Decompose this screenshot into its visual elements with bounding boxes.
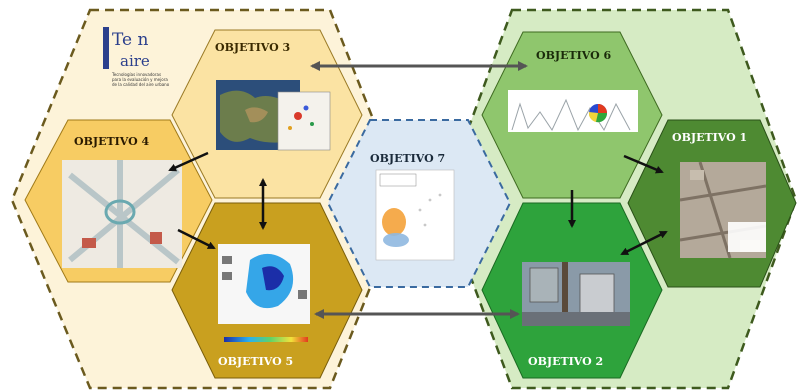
objective-7-hexagon[interactable]: OBJETIVO 7 — [326, 119, 512, 288]
objective-7-label: OBJETIVO 7 — [370, 152, 445, 165]
arrow-obj3-obj4 — [168, 151, 209, 172]
arrow-obj6-obj1 — [623, 154, 664, 174]
tecnaire-logo: Te n aire Tecnologías innovadoras para l… — [103, 27, 170, 87]
europe-map-image — [216, 80, 331, 151]
objective-6-hexagon[interactable]: OBJETIVO 6 — [481, 31, 663, 199]
timeseries-chart-image — [508, 90, 638, 132]
objective-2-label: OBJETIVO 2 — [528, 355, 603, 368]
logo-tagline-2: para la evaluación y mejora — [112, 77, 168, 82]
logo-tagline-3: de la calidad del aire urbano — [112, 82, 170, 87]
objective-5-label: OBJETIVO 5 — [218, 355, 293, 368]
street-mesh-image — [62, 160, 182, 268]
objective-5-hexagon[interactable]: OBJETIVO 5 — [171, 202, 363, 379]
arrow-obj1-obj2 — [620, 230, 668, 256]
logo-tagline-1: Tecnologías innovadoras — [111, 72, 161, 77]
logo-name-top: Te n — [112, 30, 148, 50]
objective-1-hexagon[interactable]: OBJETIVO 1 — [627, 119, 797, 288]
scatter-plot-image — [375, 169, 455, 261]
objective-2-hexagon[interactable]: OBJETIVO 2 — [481, 202, 663, 379]
objective-6-label: OBJETIVO 6 — [536, 49, 612, 62]
sensors-photo-image — [522, 262, 630, 326]
objective-3-label: OBJETIVO 3 — [215, 41, 290, 54]
aerial-photo-image — [679, 161, 767, 259]
objective-4-label: OBJETIVO 4 — [74, 135, 150, 148]
concentration-map-image — [218, 244, 310, 342]
objective-3-hexagon[interactable]: OBJETIVO 3 — [171, 29, 363, 199]
logo-name-bottom: aire — [120, 52, 150, 70]
arrow-obj4-obj5 — [177, 228, 216, 250]
objective-1-label: OBJETIVO 1 — [672, 131, 747, 144]
objective-4-hexagon[interactable]: OBJETIVO 4 — [24, 119, 213, 283]
